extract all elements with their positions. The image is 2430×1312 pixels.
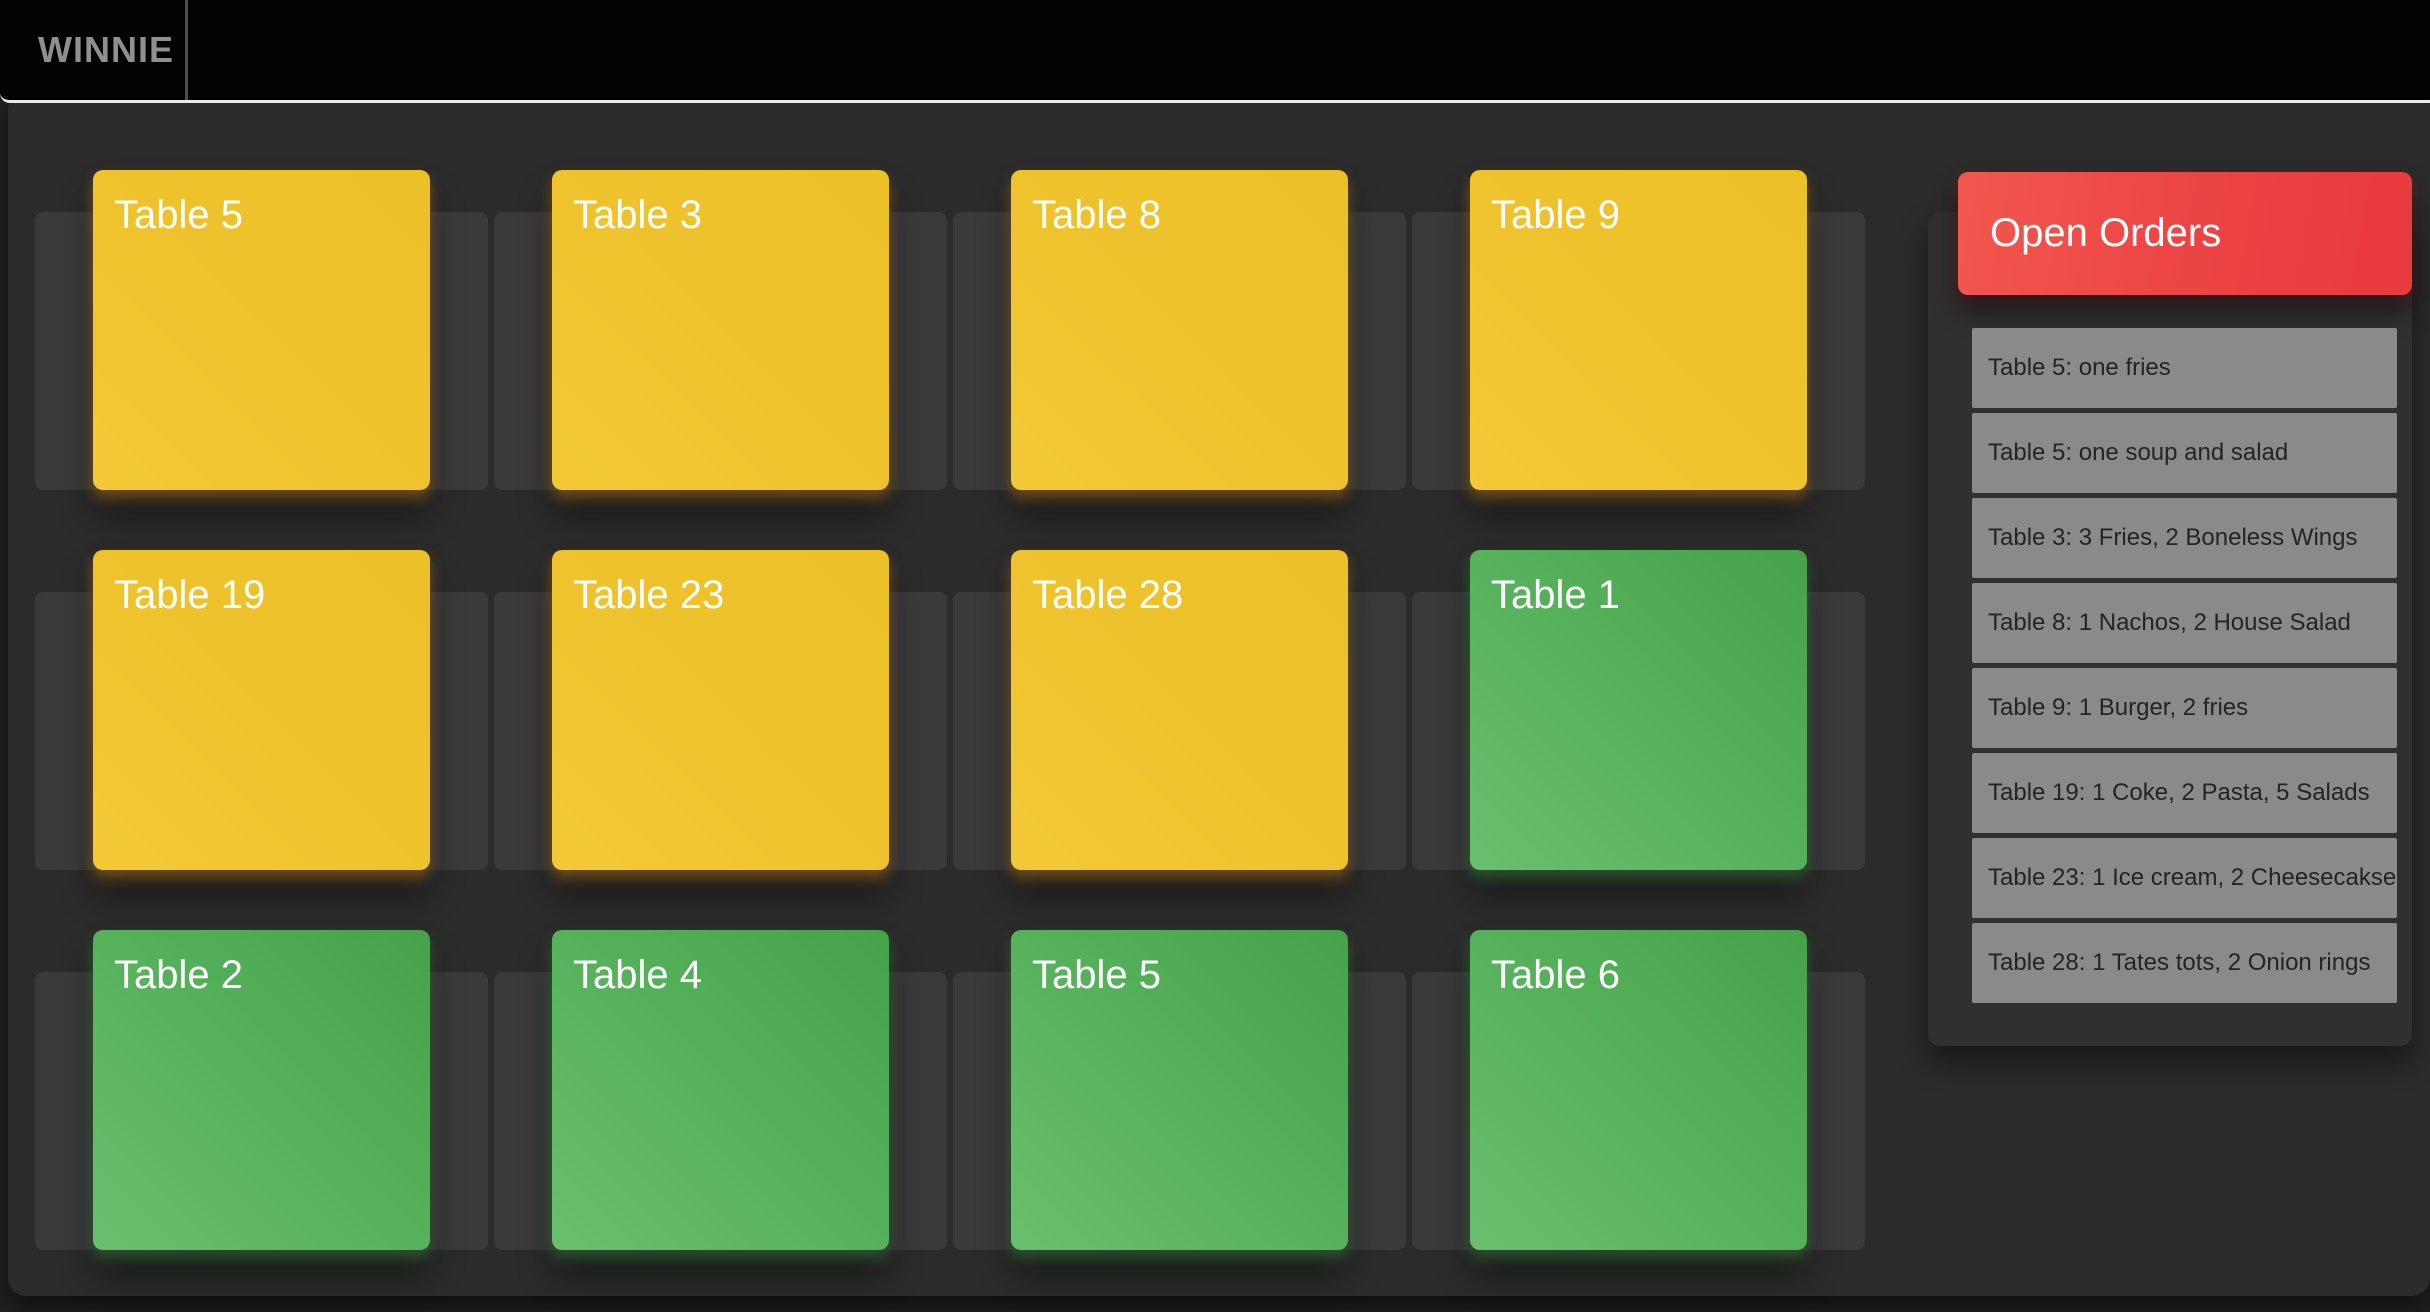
order-item[interactable]: Table 19: 1 Coke, 2 Pasta, 5 Salads bbox=[1972, 753, 2397, 833]
table-card-label: Table 19 bbox=[114, 573, 266, 617]
table-card[interactable]: Table 28 bbox=[1011, 550, 1348, 870]
brand-tab: WINNIE bbox=[0, 0, 188, 100]
table-slot: Table 23 bbox=[494, 550, 947, 870]
order-item[interactable]: Table 28: 1 Tates tots, 2 Onion rings bbox=[1972, 923, 2397, 1003]
open-orders-list: Table 5: one fries Table 5: one soup and… bbox=[1972, 328, 2397, 1008]
table-slot: Table 5 bbox=[35, 170, 488, 490]
table-card-label: Table 2 bbox=[114, 953, 243, 997]
table-card[interactable]: Table 19 bbox=[93, 550, 430, 870]
table-card-label: Table 5 bbox=[1032, 953, 1161, 997]
table-card-label: Table 8 bbox=[1032, 193, 1161, 237]
table-slot: Table 8 bbox=[953, 170, 1406, 490]
table-card[interactable]: Table 23 bbox=[552, 550, 889, 870]
table-card-label: Table 4 bbox=[573, 953, 702, 997]
table-card-label: Table 5 bbox=[114, 193, 243, 237]
table-slot: Table 2 bbox=[35, 930, 488, 1250]
table-card[interactable]: Table 9 bbox=[1470, 170, 1807, 490]
table-card[interactable]: Table 5 bbox=[93, 170, 430, 490]
table-card-label: Table 28 bbox=[1032, 573, 1184, 617]
order-item[interactable]: Table 9: 1 Burger, 2 fries bbox=[1972, 668, 2397, 748]
table-grid: Table 5 Table 3 Table 8 Table 9 Table 19… bbox=[35, 170, 1865, 1250]
table-card[interactable]: Table 3 bbox=[552, 170, 889, 490]
table-card-label: Table 9 bbox=[1491, 193, 1620, 237]
table-slot: Table 6 bbox=[1412, 930, 1865, 1250]
order-item[interactable]: Table 3: 3 Fries, 2 Boneless Wings bbox=[1972, 498, 2397, 578]
table-slot: Table 3 bbox=[494, 170, 947, 490]
table-slot: Table 4 bbox=[494, 930, 947, 1250]
top-bar: WINNIE bbox=[0, 0, 2430, 103]
table-slot: Table 28 bbox=[953, 550, 1406, 870]
table-card-label: Table 3 bbox=[573, 193, 702, 237]
table-card-label: Table 6 bbox=[1491, 953, 1620, 997]
table-card-label: Table 23 bbox=[573, 573, 725, 617]
table-card[interactable]: Table 4 bbox=[552, 930, 889, 1250]
table-slot: Table 1 bbox=[1412, 550, 1865, 870]
order-item[interactable]: Table 8: 1 Nachos, 2 House Salad bbox=[1972, 583, 2397, 663]
open-orders-panel: Open Orders Table 5: one fries Table 5: … bbox=[1928, 172, 2412, 1046]
table-slot: Table 5 bbox=[953, 930, 1406, 1250]
open-orders-title: Open Orders bbox=[1990, 211, 2222, 255]
order-item[interactable]: Table 5: one fries bbox=[1972, 328, 2397, 408]
order-item[interactable]: Table 23: 1 Ice cream, 2 Cheesecakse bbox=[1972, 838, 2397, 918]
open-orders-header: Open Orders bbox=[1958, 172, 2412, 295]
table-slot: Table 19 bbox=[35, 550, 488, 870]
table-card[interactable]: Table 6 bbox=[1470, 930, 1807, 1250]
table-card-label: Table 1 bbox=[1491, 573, 1620, 617]
table-card[interactable]: Table 1 bbox=[1470, 550, 1807, 870]
table-card[interactable]: Table 8 bbox=[1011, 170, 1348, 490]
table-slot: Table 9 bbox=[1412, 170, 1865, 490]
order-item[interactable]: Table 5: one soup and salad bbox=[1972, 413, 2397, 493]
table-card[interactable]: Table 2 bbox=[93, 930, 430, 1250]
table-card[interactable]: Table 5 bbox=[1011, 930, 1348, 1250]
brand-title: WINNIE bbox=[38, 29, 174, 70]
